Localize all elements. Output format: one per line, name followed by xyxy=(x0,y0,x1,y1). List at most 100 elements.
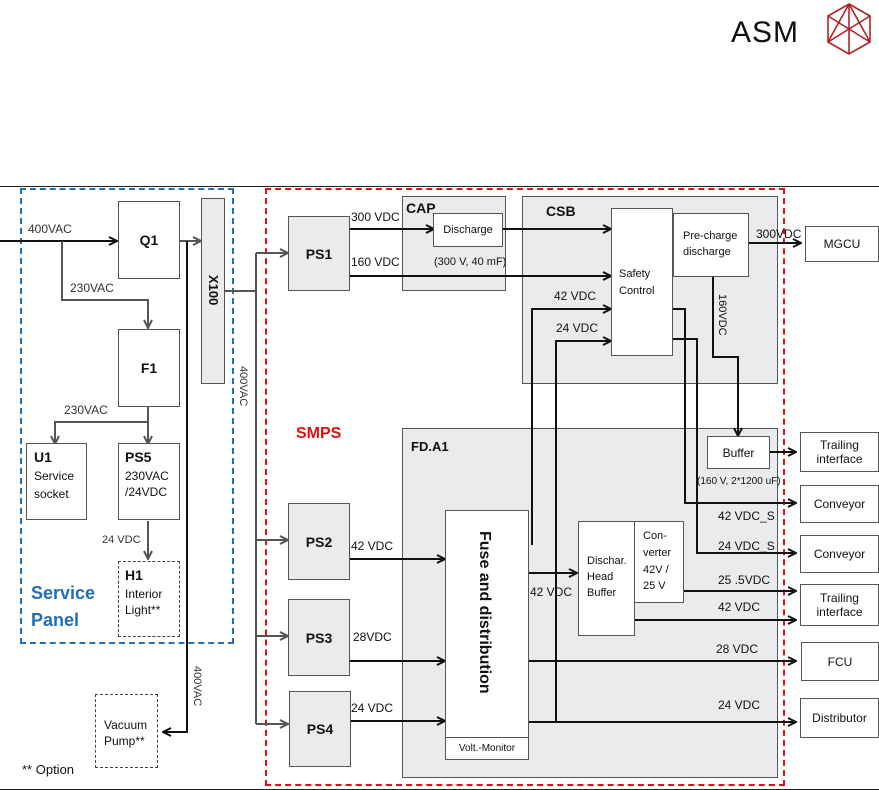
output-trailing-1-line2: interface xyxy=(816,452,863,466)
label-24vdc-csb: 24 VDC xyxy=(556,321,599,335)
wire-24vdc-s xyxy=(670,338,796,553)
smps-title: SMPS xyxy=(296,425,342,442)
block-vacuum-pump-line1: Vacuum xyxy=(104,718,148,732)
block-safety-line2: Control xyxy=(619,285,655,297)
label-160vdc-vert: 160VDC xyxy=(716,294,728,336)
block-f1-label: F1 xyxy=(140,360,158,376)
output-mgcu-label: MGCU xyxy=(823,237,861,251)
output-distributor-label: Distributor xyxy=(812,711,867,725)
block-x100-label: X100 xyxy=(206,275,221,306)
block-discharge[interactable]: Discharge xyxy=(433,213,503,247)
block-ps5-line1: 230VAC xyxy=(125,469,169,483)
label-400vac-x100: 400VAC xyxy=(237,366,249,407)
cap-title: CAP xyxy=(406,200,436,216)
block-safety-control[interactable]: Safety Control xyxy=(611,208,673,356)
smps-region xyxy=(265,188,785,786)
label-42vdc-ps2: 42 VDC xyxy=(351,539,394,553)
block-u1-line1: Service xyxy=(34,469,75,483)
block-ps4-label: PS4 xyxy=(306,721,334,737)
label-300vdc-ps1: 300 VDC xyxy=(351,210,400,224)
block-h1-line1: Interior xyxy=(125,587,163,601)
block-u1-line2: socket xyxy=(34,487,69,501)
service-panel-region xyxy=(20,188,234,644)
label-400vac-in: 400VAC xyxy=(28,222,72,236)
asm-logo-text: ASM xyxy=(731,16,800,49)
block-dischar-head-buffer[interactable]: Dischar. Head Buffer xyxy=(578,521,635,636)
block-conv-line2: verter xyxy=(643,547,672,559)
label-42vdc-fuse: 42 VDC xyxy=(530,585,573,599)
block-vacuum-pump-line2: Pump** xyxy=(104,734,145,748)
label-24vdc-ps4: 24 VDC xyxy=(351,701,394,715)
label-300vdc-mgcu: 300VDC xyxy=(756,227,802,241)
wire-u1 xyxy=(55,421,148,444)
block-converter[interactable]: Con- verter 42V / 25 V xyxy=(634,521,684,603)
output-trailing-interface-1[interactable]: Trailing interface xyxy=(800,432,879,472)
footnote-option: ** Option xyxy=(22,762,75,777)
block-u1[interactable]: U1 Service socket xyxy=(26,443,87,520)
output-trailing-interface-2[interactable]: Trailing interface xyxy=(800,584,879,626)
block-f1[interactable]: F1 xyxy=(118,329,180,407)
label-160vdc-ps1: 160 VDC xyxy=(351,255,400,269)
block-q1[interactable]: Q1 xyxy=(118,201,180,279)
block-ps1[interactable]: PS1 xyxy=(288,216,350,291)
wire-160vdc-buffer xyxy=(712,277,738,436)
block-ps5[interactable]: PS5 230VAC /24VDC xyxy=(118,443,180,520)
label-400vac-pump: 400VAC xyxy=(191,666,203,707)
output-conveyor-1[interactable]: Conveyor xyxy=(800,485,879,523)
block-vacuum-pump[interactable]: Vacuum Pump** xyxy=(95,694,158,768)
block-ps2-label: PS2 xyxy=(305,533,333,550)
wire-24vdc-csb xyxy=(555,341,611,722)
output-fcu[interactable]: FCU xyxy=(801,642,879,681)
block-dischar-line1: Dischar. xyxy=(587,555,627,567)
output-mgcu[interactable]: MGCU xyxy=(805,226,879,262)
label-230vac-b: 230VAC xyxy=(64,403,108,417)
wire-42vdc-csb xyxy=(531,309,611,545)
buffer-rating: (160 V, 2*1200 uF) xyxy=(697,476,781,487)
block-h1-title: H1 xyxy=(125,567,143,583)
service-panel-title-line2: Panel xyxy=(31,610,80,630)
block-volt-monitor[interactable]: Volt.-Monitor xyxy=(445,737,529,760)
block-ps4[interactable]: PS4 xyxy=(289,691,351,767)
label-25-5vdc: 25 .5VDC xyxy=(718,573,771,587)
wire-42vdc-s xyxy=(670,308,796,503)
output-trailing-1-line1: Trailing xyxy=(820,438,859,452)
cap-rating: (300 V, 40 mF) xyxy=(434,256,507,268)
block-q1-label: Q1 xyxy=(139,232,159,248)
output-distributor[interactable]: Distributor xyxy=(800,698,879,738)
block-precharge-discharge[interactable]: Pre-charge discharge xyxy=(673,213,749,277)
block-dischar-line2: Head xyxy=(587,571,614,583)
output-trailing-2-line2: interface xyxy=(816,605,863,619)
block-buffer-label: Buffer xyxy=(722,445,755,460)
output-fcu-label: FCU xyxy=(827,654,853,669)
block-x100[interactable]: X100 xyxy=(201,198,225,384)
block-discharge-label: Discharge xyxy=(443,224,493,236)
output-conveyor-2-label: Conveyor xyxy=(813,547,866,561)
label-42vdc-trail: 42 VDC xyxy=(718,600,761,614)
block-ps1-label: PS1 xyxy=(305,245,333,262)
block-h1-line2: Light** xyxy=(125,603,161,617)
label-24vdc-ps5: 24 VDC xyxy=(102,534,141,546)
label-24vdc-dist: 24 VDC xyxy=(718,698,761,712)
block-ps2[interactable]: PS2 xyxy=(288,503,350,580)
block-h1[interactable]: H1 Interior Light** xyxy=(118,561,180,637)
block-conv-line3: 42V / xyxy=(643,564,669,576)
label-24vdc-s: 24 VDC_S xyxy=(718,539,775,553)
block-fuse-distribution[interactable]: Fuse and distribution xyxy=(445,510,529,760)
block-ps5-title: PS5 xyxy=(125,449,152,465)
block-conv-line4: 25 V xyxy=(643,580,666,592)
block-ps3-label: PS3 xyxy=(305,629,333,646)
output-trailing-2-line1: Trailing xyxy=(820,591,859,605)
wire-pump xyxy=(163,241,188,732)
block-dischar-line3: Buffer xyxy=(587,587,617,599)
block-safety-line1: Safety xyxy=(619,268,651,280)
block-conv-line1: Con- xyxy=(643,530,667,542)
block-ps3[interactable]: PS3 xyxy=(288,599,350,676)
label-42vdc-s: 42 VDC_S xyxy=(718,509,775,523)
label-42vdc-csb: 42 VDC xyxy=(554,289,597,303)
label-28vdc-fcu: 28 VDC xyxy=(716,642,759,656)
block-buffer[interactable]: Buffer xyxy=(707,436,770,469)
block-volt-monitor-label: Volt.-Monitor xyxy=(458,743,516,754)
label-28vdc-ps3: 28VDC xyxy=(353,630,392,644)
output-conveyor-2[interactable]: Conveyor xyxy=(800,535,879,573)
